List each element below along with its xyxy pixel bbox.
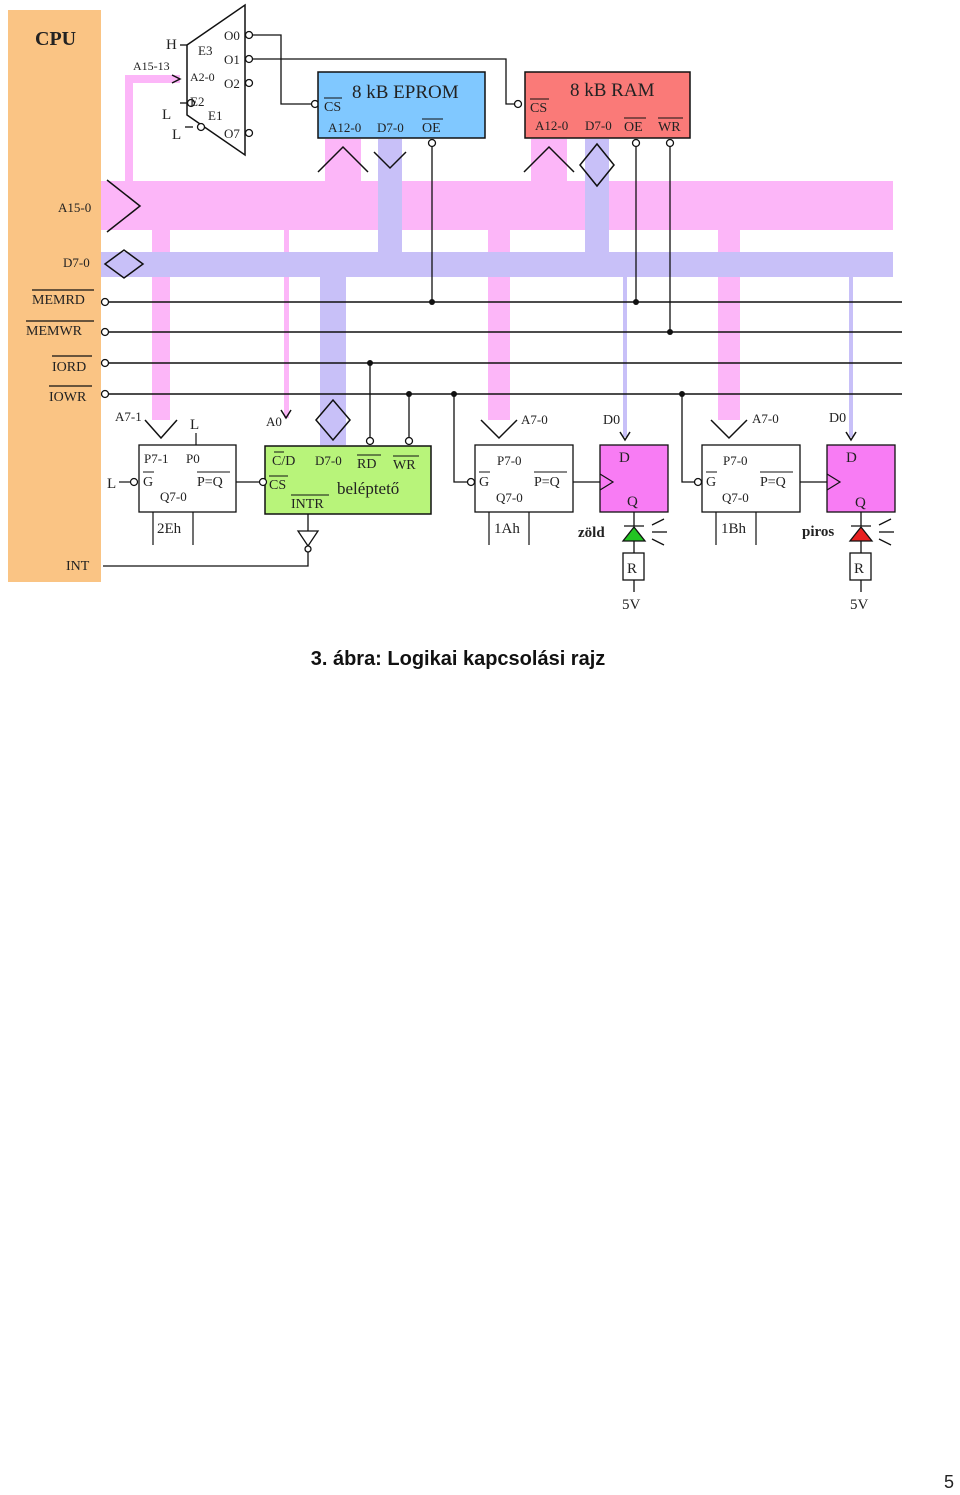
belepteto-rd: RD <box>357 457 376 472</box>
ff-red-vcc: 5V <box>850 597 869 613</box>
beleptető-block <box>264 445 432 515</box>
comparator-1bh <box>701 444 801 513</box>
comp-1bh-name: 1Bh <box>721 521 747 537</box>
decoder-o1: O1 <box>224 52 240 67</box>
ram-a: A12-0 <box>535 118 568 133</box>
ram-oe: OE <box>624 120 643 135</box>
comparator-2eh <box>138 444 237 513</box>
comp-2eh-p0: P0 <box>186 451 200 466</box>
decoder-o2: O2 <box>224 76 240 91</box>
comp-1bh-q: Q7-0 <box>722 490 749 505</box>
comp-2eh-name: 2Eh <box>157 521 182 537</box>
ram-cs: CS <box>530 101 547 116</box>
ff-green-d0: D0 <box>603 413 620 428</box>
eprom-title: 8 kB EPROM <box>352 82 459 103</box>
comp-1ah-g: G <box>479 475 489 490</box>
comp-2eh-l-top: L <box>190 417 199 433</box>
comp-2eh-l-left: L <box>107 476 116 492</box>
ram-d: D7-0 <box>585 118 612 133</box>
decoder-h: H <box>166 37 177 53</box>
eprom-oe: OE <box>422 121 441 136</box>
comp-2eh-g: G <box>143 475 153 490</box>
cpu-int-label: INT <box>66 559 90 574</box>
ram-block <box>524 71 691 139</box>
belepteto-d: D7-0 <box>315 453 342 468</box>
belepteto-cd: C/D <box>272 454 295 469</box>
belepteto-a0: A0 <box>266 414 282 429</box>
decoder-o7: O7 <box>224 126 240 141</box>
ff-green-q: Q <box>627 494 638 510</box>
decoder-a2-0: A2-0 <box>190 70 215 84</box>
control-line-bubbles <box>100 297 110 399</box>
comp-2eh-q: Q7-0 <box>160 489 187 504</box>
memory-control-wires <box>427 138 675 332</box>
ff-red-r: R <box>854 561 864 577</box>
ff-red-q: Q <box>855 495 866 511</box>
comp-2eh-p: P7-1 <box>144 451 169 466</box>
comp-1bh-peq: P=Q <box>760 475 786 490</box>
chip-select-wires <box>253 34 523 109</box>
decoder-e3: E3 <box>198 43 212 58</box>
ff-green-vcc: 5V <box>622 597 641 613</box>
data-bus <box>101 139 893 445</box>
page-number: 5 <box>943 1472 954 1492</box>
label-a15-0: A15-0 <box>58 200 91 215</box>
ff-red-d: D <box>846 450 857 466</box>
led-red-circuit <box>848 512 894 592</box>
comp-2eh-peq: P=Q <box>197 475 223 490</box>
belepteto-cs: CS <box>269 478 286 493</box>
label-memwr: MEMWR <box>26 324 83 339</box>
label-iowr: IOWR <box>49 390 87 405</box>
decoder <box>186 3 246 157</box>
comp-1ah-wires <box>453 394 600 487</box>
label-d7-0: D7-0 <box>63 255 90 270</box>
decoder-l2: L <box>172 127 181 143</box>
eprom-a: A12-0 <box>328 120 361 135</box>
comp-1ah-q: Q7-0 <box>496 490 523 505</box>
comp-1ah-a-label: A7-0 <box>521 412 548 427</box>
comp-1bh-p: P7-0 <box>723 453 748 468</box>
belepteto-wires <box>103 363 414 567</box>
figure-caption: 3. ábra: Logikai kapcsolási rajz <box>310 648 606 670</box>
comparator-1ah <box>474 444 574 513</box>
comp-1bh-wires <box>681 394 827 487</box>
led-green-circuit <box>621 512 667 592</box>
comp-1ah-name: 1Ah <box>494 521 520 537</box>
eprom-d: D7-0 <box>377 120 404 135</box>
belepteto-wr: WR <box>393 458 416 473</box>
cpu-block <box>8 10 101 582</box>
decoder-l1: L <box>162 107 171 123</box>
ram-wr: WR <box>658 120 681 135</box>
flipflop-green <box>599 444 669 513</box>
comp-2eh-a-label: A7-1 <box>115 409 142 424</box>
address-bus-arrows <box>106 74 748 440</box>
data-bus-arrows <box>103 142 857 442</box>
decoder-e1: E1 <box>208 108 222 123</box>
eprom-cs: CS <box>324 100 341 115</box>
ff-red-d0: D0 <box>829 411 846 426</box>
label-a15-13: A15-13 <box>133 59 170 73</box>
belepteto-title: beléptető <box>337 479 399 498</box>
led-green-label: zöld <box>578 525 605 541</box>
decoder-e2: E2 <box>190 94 204 109</box>
junction-dots <box>367 299 685 397</box>
comp-1ah-p: P7-0 <box>497 453 522 468</box>
label-iord: IORD <box>52 360 86 375</box>
decoder-o0: O0 <box>224 28 240 43</box>
ff-green-r: R <box>627 561 637 577</box>
ram-title: 8 kB RAM <box>570 80 655 101</box>
belepteto-intr: INTR <box>291 497 324 512</box>
led-red-label: piros <box>802 524 834 540</box>
ff-green-d: D <box>619 450 630 466</box>
cpu-title: CPU <box>35 28 76 50</box>
eprom-block <box>317 71 486 139</box>
comp-1bh-a-label: A7-0 <box>752 411 779 426</box>
comp-1bh-g: G <box>706 475 716 490</box>
control-lines <box>109 301 902 395</box>
comp-1ah-peq: P=Q <box>534 475 560 490</box>
logic-circuit-diagram: CPU <box>8 3 902 613</box>
label-memrd: MEMRD <box>32 293 85 308</box>
decoder-wires <box>180 30 254 138</box>
